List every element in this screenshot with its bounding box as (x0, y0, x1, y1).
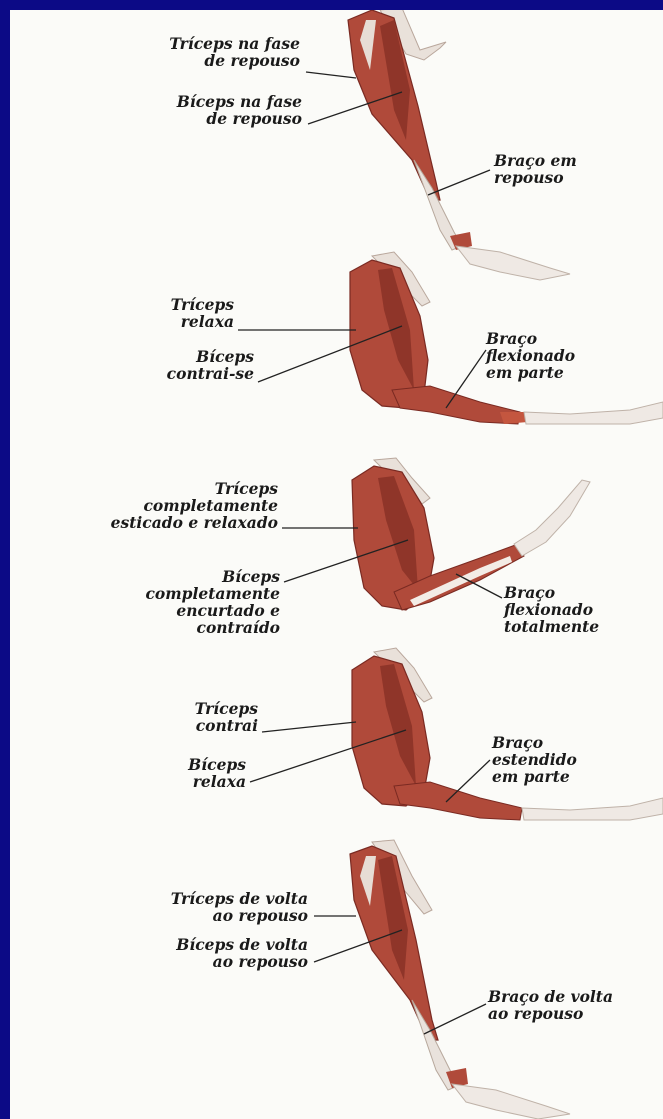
leader-line (428, 170, 490, 195)
label-triceps-back-to-rest: Tríceps de volta ao repouso (50, 890, 308, 924)
label-arm-partly-flexed: Braço flexionado em parte (486, 330, 656, 381)
label-biceps-partly-flexed: Bíceps contrai-se (70, 348, 254, 382)
label-biceps-partly-extended: Bíceps relaxa (70, 756, 246, 790)
diagram-panel: Tríceps na fase de repouso Bíceps na fas… (10, 10, 663, 1119)
label-biceps-back-to-rest: Bíceps de volta ao repouso (50, 936, 308, 970)
arm-back-to-rest (350, 840, 570, 1119)
label-arm-fully-flexed: Braço flexionado totalmente (504, 584, 660, 635)
label-arm-partly-extended: Braço estendido em parte (492, 734, 656, 785)
arm-rest (348, 10, 570, 280)
leader-line (262, 722, 356, 732)
label-triceps-partly-extended: Tríceps contrai (70, 700, 258, 734)
label-arm-rest: Braço em repouso (494, 152, 654, 186)
label-triceps-fully-flexed: Tríceps completamente esticado e relaxad… (10, 480, 278, 531)
label-arm-back-to-rest: Braço de volta ao repouso (488, 988, 663, 1022)
leader-line (306, 72, 356, 78)
label-triceps-rest: Tríceps na fase de repouso (50, 35, 300, 69)
label-biceps-rest: Bíceps na fase de repouso (50, 93, 302, 127)
label-triceps-partly-flexed: Tríceps relaxa (70, 296, 234, 330)
leader-line (424, 1004, 486, 1034)
label-biceps-fully-flexed: Bíceps completamente encurtado e contraí… (30, 568, 280, 636)
